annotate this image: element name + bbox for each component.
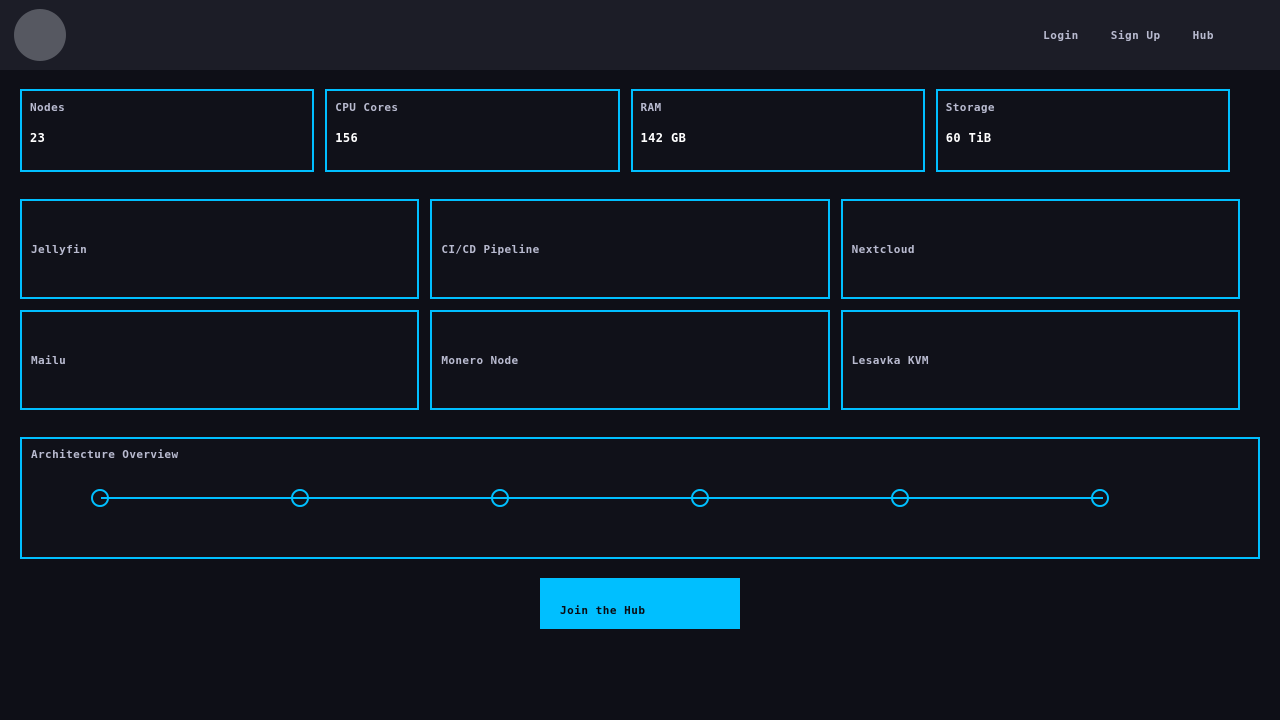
main-navigation: Login Sign Up Hub bbox=[1027, 29, 1280, 42]
app-header: Login Sign Up Hub bbox=[0, 0, 1280, 70]
architecture-node-2[interactable] bbox=[291, 489, 309, 507]
architecture-section: Architecture Overview bbox=[0, 410, 1280, 559]
services-grid: Jellyfin CI/CD Pipeline Nextcloud Mailu … bbox=[0, 172, 1280, 410]
architecture-node-5[interactable] bbox=[891, 489, 909, 507]
stat-card-nodes[interactable]: Nodes 23 bbox=[20, 89, 315, 172]
stat-value: 23 bbox=[30, 131, 46, 145]
nav-link-login[interactable]: Login bbox=[1043, 28, 1079, 42]
architecture-node-3[interactable] bbox=[491, 489, 509, 507]
service-card-mailu[interactable]: Mailu bbox=[20, 310, 420, 410]
service-name: Lesavka KVM bbox=[851, 353, 929, 367]
stat-label: CPU Cores bbox=[335, 101, 399, 114]
nav-link-signup[interactable]: Sign Up bbox=[1110, 28, 1161, 42]
join-the-hub-button[interactable]: Join the Hub bbox=[540, 578, 740, 629]
architecture-node-1[interactable] bbox=[91, 489, 109, 507]
service-card-lesavka-kvm[interactable]: Lesavka KVM bbox=[840, 310, 1240, 410]
services-row-1: Jellyfin CI/CD Pipeline Nextcloud bbox=[20, 199, 1240, 299]
stat-label: Nodes bbox=[30, 101, 66, 114]
service-name: Monero Node bbox=[441, 353, 519, 367]
stat-card-ram[interactable]: RAM 142 GB bbox=[630, 89, 925, 172]
stat-label: Storage bbox=[945, 101, 995, 114]
service-name: Nextcloud bbox=[851, 242, 915, 256]
architecture-node-4[interactable] bbox=[691, 489, 709, 507]
stat-value: 142 GB bbox=[640, 131, 687, 145]
service-card-monero-node[interactable]: Monero Node bbox=[430, 310, 830, 410]
service-card-cicd-pipeline[interactable]: CI/CD Pipeline bbox=[430, 199, 830, 299]
stat-card-cpu-cores[interactable]: CPU Cores 156 bbox=[325, 89, 620, 172]
stats-row: Nodes 23 CPU Cores 156 RAM 142 GB Storag… bbox=[0, 70, 1280, 172]
service-name: Mailu bbox=[31, 353, 67, 367]
service-card-nextcloud[interactable]: Nextcloud bbox=[840, 199, 1240, 299]
service-name: CI/CD Pipeline bbox=[441, 242, 540, 256]
architecture-title: Architecture Overview bbox=[31, 448, 179, 461]
service-name: Jellyfin bbox=[31, 242, 88, 256]
stat-card-storage[interactable]: Storage 60 TiB bbox=[935, 89, 1230, 172]
services-row-2: Mailu Monero Node Lesavka KVM bbox=[20, 310, 1240, 410]
user-avatar[interactable] bbox=[14, 9, 66, 61]
service-card-jellyfin[interactable]: Jellyfin bbox=[20, 199, 420, 299]
architecture-panel: Architecture Overview bbox=[20, 437, 1260, 559]
architecture-connector-line bbox=[101, 497, 1103, 499]
architecture-node-6[interactable] bbox=[1091, 489, 1109, 507]
stat-value: 156 bbox=[335, 131, 359, 145]
stat-value: 60 TiB bbox=[945, 131, 992, 145]
nav-link-hub[interactable]: Hub bbox=[1192, 28, 1214, 42]
stat-label: RAM bbox=[640, 101, 662, 114]
cta-section: Join the Hub bbox=[0, 559, 1280, 629]
